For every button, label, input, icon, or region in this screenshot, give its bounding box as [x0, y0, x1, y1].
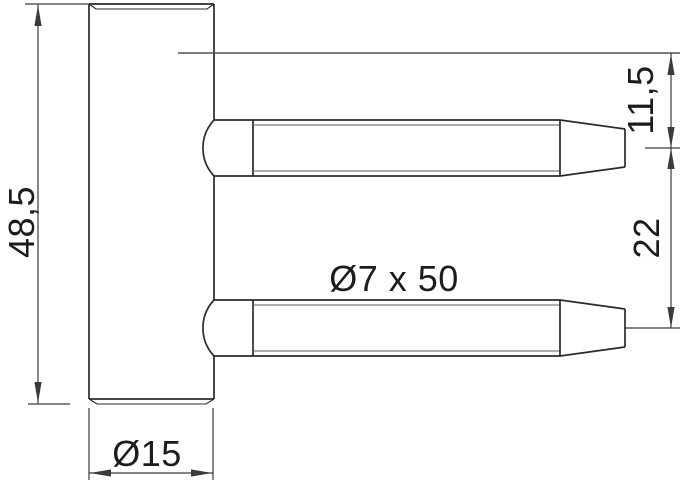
dim-body-diameter-label: Ø15 — [112, 433, 182, 474]
dim-body-height: 48,5 — [1, 3, 89, 405]
arrowhead-right-icon — [191, 469, 212, 477]
body-bottom-bevel — [88, 398, 215, 405]
arrowhead-down-icon — [667, 127, 675, 148]
arrowhead-up-icon — [667, 54, 675, 75]
dim-top-pin-offset-and-spacing: 11,5 22 — [620, 53, 680, 329]
dim-body-height-label: 48,5 — [1, 186, 42, 258]
upper-pin-taper — [559, 119, 626, 177]
arrowhead-up-icon — [34, 5, 42, 26]
hinge-body — [88, 3, 215, 405]
pin-spec-label: Ø7 x 50 — [329, 258, 459, 299]
dim-body-diameter: Ø15 — [88, 408, 214, 480]
body-top-bevel — [88, 3, 215, 10]
arrowhead-down-icon — [667, 307, 675, 328]
lower-pin-cap-arc — [202, 299, 215, 357]
arrowhead-left-icon — [90, 469, 111, 477]
lower-pin — [202, 299, 626, 357]
upper-pin-cap-arc — [202, 119, 215, 177]
dim-top-pin-offset-label: 11,5 — [620, 65, 661, 134]
dim-pin-spacing-label: 22 — [626, 217, 667, 258]
lower-pin-shaft-inner-lines — [253, 304, 560, 352]
upper-pin-shaft-inner-lines — [253, 124, 560, 172]
upper-pin — [202, 119, 626, 177]
arrowhead-up-icon — [667, 148, 675, 169]
lower-pin-taper — [559, 299, 626, 357]
arrowhead-down-icon — [34, 382, 42, 403]
